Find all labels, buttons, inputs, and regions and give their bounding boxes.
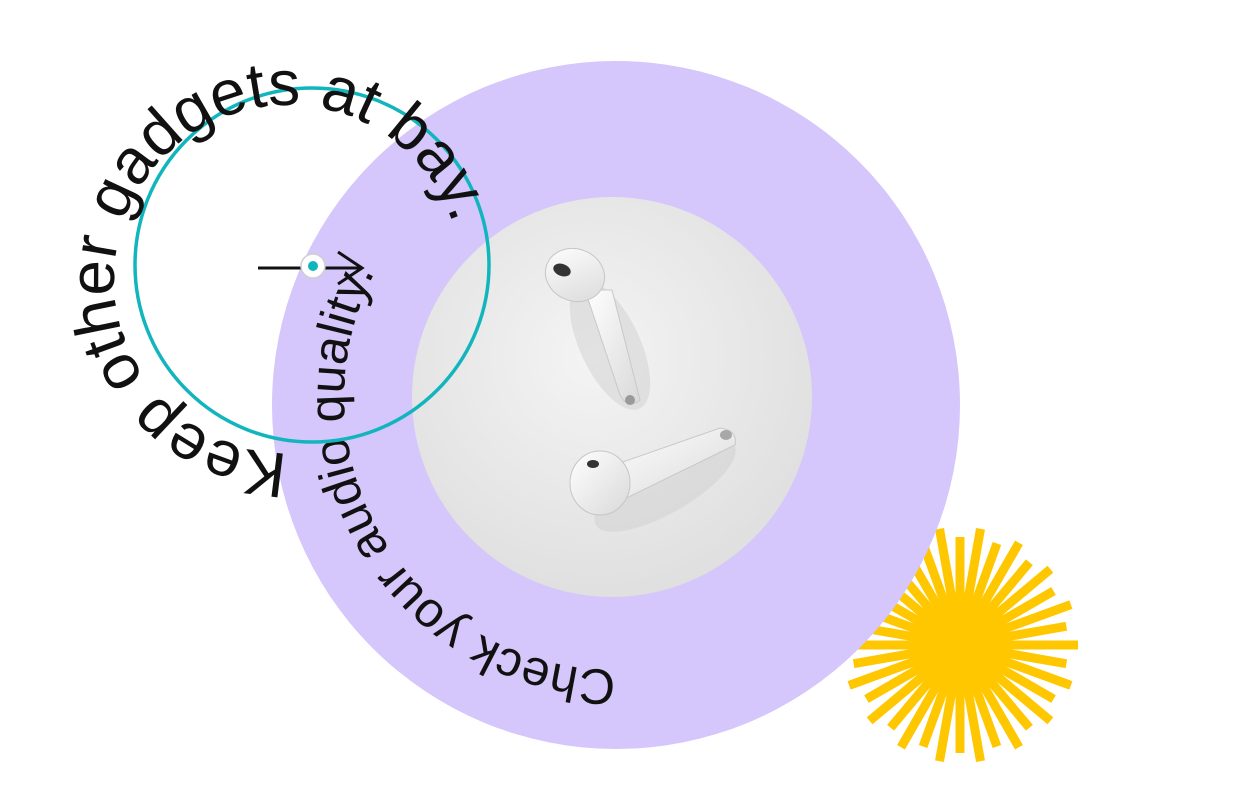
sunburst-ray xyxy=(887,652,955,731)
earbuds-photo xyxy=(412,197,812,597)
sunburst-ray xyxy=(864,648,951,703)
sunburst-ray xyxy=(971,600,1073,645)
sunburst-ray xyxy=(957,658,985,762)
sunburst-ray xyxy=(973,621,1068,648)
sunburst-ray xyxy=(971,645,1073,690)
sunburst-ray xyxy=(847,645,949,690)
sunburst-ray xyxy=(967,565,1054,640)
sunburst-ray xyxy=(957,528,985,632)
sunburst-ray xyxy=(960,541,1002,634)
sunburst-ray xyxy=(963,540,1023,636)
teal-ring xyxy=(133,86,491,444)
sunburst-ray xyxy=(852,642,947,669)
earbud-top xyxy=(544,248,641,405)
sunburst-ray xyxy=(969,648,1056,703)
sunburst-ray xyxy=(960,656,1002,749)
sunburst-ray xyxy=(918,541,960,634)
sunburst-ray xyxy=(965,559,1033,638)
sunburst-ray xyxy=(866,650,953,725)
sunburst-ray xyxy=(935,528,963,632)
sunburst-ray xyxy=(967,650,1054,725)
circle-handle-icon[interactable] xyxy=(300,253,326,279)
sunburst-ray xyxy=(969,587,1056,642)
sunburst-ray xyxy=(918,656,960,749)
earbud-bottom xyxy=(569,427,736,516)
sunburst-core xyxy=(938,623,982,667)
sunburst-ray xyxy=(935,658,963,762)
sunburst-ray xyxy=(963,654,1023,750)
sunburst-ray xyxy=(973,642,1068,669)
sunburst-ray xyxy=(965,652,1033,731)
sunburst-ray xyxy=(897,654,957,750)
